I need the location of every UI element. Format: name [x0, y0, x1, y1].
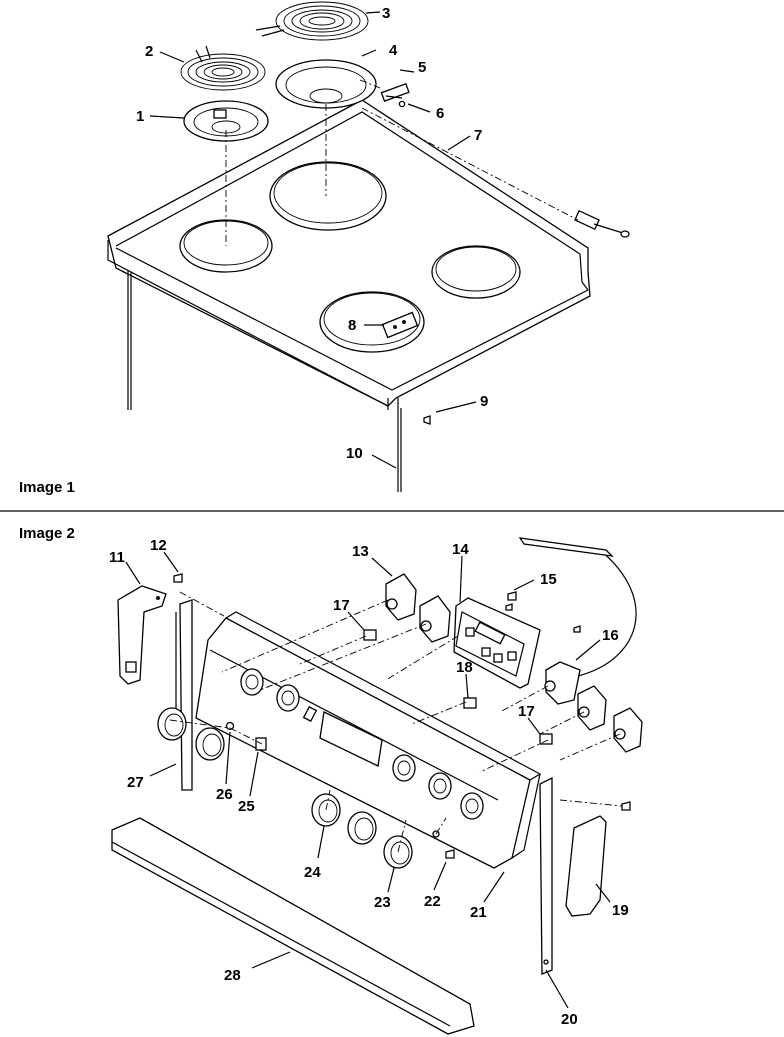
centerline-terminal: [359, 79, 381, 89]
callout-11: 11: [109, 549, 125, 566]
burner-opening-rear-left: [269, 161, 387, 231]
burner-opening-rear-right: [431, 245, 521, 299]
callout-13: 13: [352, 543, 369, 560]
end-cap-left: [117, 585, 167, 685]
side-bracket-left: [175, 599, 193, 791]
callout-21: 21: [470, 904, 487, 921]
drip-bowl-large: [275, 59, 377, 109]
callout-25: 25: [238, 798, 255, 815]
trim-strip-28: [111, 817, 475, 1035]
callout-15: 15: [540, 571, 557, 588]
callout-19: 19: [612, 902, 629, 919]
callout-23: 23: [374, 894, 391, 911]
surface-element-large: [255, 1, 369, 41]
infinite-switch-13: [385, 573, 417, 621]
leaders-image1: [149, 11, 477, 469]
infinite-switch-13b: [419, 595, 451, 643]
callout-1: 1: [136, 108, 144, 125]
screw-15: [505, 591, 517, 611]
screw-22: [445, 849, 455, 859]
image1-title: Image 1: [19, 479, 75, 496]
terminal-block-5: [380, 82, 410, 102]
backguard-panel: [195, 611, 542, 869]
surface-element-small: [180, 45, 266, 91]
callout-10: 10: [346, 445, 363, 462]
callout-5: 5: [418, 59, 426, 76]
callout-20: 20: [561, 1011, 578, 1028]
callout-27: 27: [127, 774, 144, 791]
callout-24: 24: [304, 864, 321, 881]
side-bracket-right: [539, 776, 553, 975]
callout-22: 22: [424, 893, 441, 910]
callout-4: 4: [389, 42, 398, 59]
leaders-image2: [125, 551, 611, 1009]
knob-left-1: [157, 707, 187, 741]
knob-middle: [347, 811, 377, 845]
callout-18: 18: [456, 659, 473, 676]
screw-12: [173, 573, 183, 583]
image2-title: Image 2: [19, 525, 75, 542]
callout-16: 16: [602, 627, 619, 644]
image1-cooktop: 1 2 3 4 5 6 7 8 9 10 Image 1: [19, 1, 630, 496]
callout-2: 2: [145, 43, 153, 60]
assembly-lines: [169, 591, 623, 853]
receptacle-bracket-8: [381, 311, 419, 339]
push-switch-17-bottom: [539, 733, 553, 745]
screw-15b: [573, 625, 581, 633]
callout-17-bottom: 17: [518, 703, 535, 720]
screw-9: [423, 415, 431, 425]
knob-left-2: [195, 727, 225, 761]
callout-8: 8: [348, 317, 356, 334]
electronic-clock-14: [453, 597, 541, 689]
washer-26: [225, 721, 235, 731]
oven-thermostat-16: [518, 537, 637, 705]
callout-6: 6: [436, 105, 444, 122]
end-cap-right: [565, 815, 607, 917]
callout-26: 26: [216, 786, 233, 803]
burner-opening-front-right: [319, 291, 425, 353]
cooktop-main-top: [107, 99, 591, 410]
infinite-switch-right-1: [577, 685, 607, 731]
callout-28: 28: [224, 967, 241, 984]
drip-bowl-small: [183, 100, 269, 142]
callout-7: 7: [474, 127, 482, 144]
infinite-switch-right-2: [613, 707, 643, 753]
screw-19: [621, 801, 631, 811]
callout-12: 12: [150, 537, 167, 554]
support-rod-10: [397, 408, 402, 492]
push-switch-18: [463, 697, 477, 709]
callout-9: 9: [480, 393, 488, 410]
centerline-rear: [361, 107, 579, 221]
rear-right-receptacle: [574, 209, 630, 238]
callout-3: 3: [382, 5, 390, 22]
screw-6: [398, 100, 406, 108]
image2-control-panel: Image 2: [19, 525, 643, 1035]
push-switch-17-top: [363, 629, 377, 641]
callout-17-top: 17: [333, 597, 350, 614]
callout-14: 14: [452, 541, 469, 558]
